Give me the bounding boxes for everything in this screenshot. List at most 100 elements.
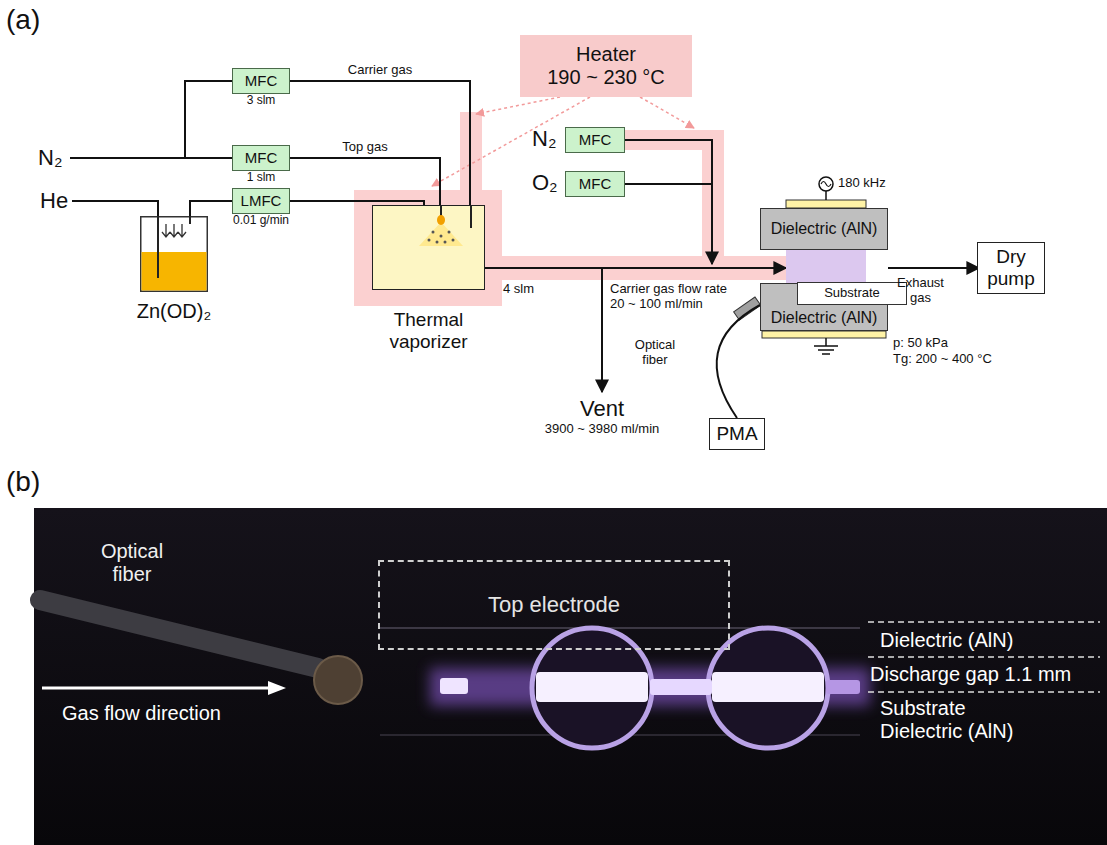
vaporizer-art	[373, 206, 484, 289]
carrier-inlet	[470, 206, 472, 228]
node-caption: 1 slm	[247, 171, 276, 185]
ac-source-wave	[821, 182, 831, 187]
node-label: MFC	[245, 72, 278, 89]
bubbler-art	[140, 216, 208, 292]
gas-line	[185, 81, 232, 158]
gas-name: N₂	[532, 126, 556, 151]
edge-label: Top gas	[340, 140, 390, 155]
node-caption: Zn(OD)₂	[137, 300, 211, 323]
gas-name: He	[40, 188, 68, 213]
top-electrode-region: Top electrode	[378, 560, 730, 650]
ac-source-symbol	[819, 177, 833, 191]
flow-arrow	[42, 687, 270, 690]
thermal-vaporizer: Thermal vaporizer	[372, 205, 485, 290]
discharge-light	[712, 672, 824, 702]
dry-pump: Dry pump	[977, 242, 1045, 294]
gas-line	[70, 157, 232, 159]
node-label: MFC	[579, 175, 612, 192]
vent-line	[601, 268, 603, 392]
edge-label: Carrier gas	[346, 63, 414, 78]
connector-line	[290, 81, 470, 205]
node-label: Top electrode	[488, 592, 620, 617]
power-wire	[825, 191, 827, 200]
discharge-light	[536, 672, 648, 702]
photo-fiber	[40, 600, 318, 668]
heater-dotted-arrow	[476, 97, 560, 114]
window-ring	[708, 628, 828, 748]
photo-label: Optical fiber	[82, 540, 182, 586]
gas-name: N₂	[38, 145, 62, 170]
ground-symbol	[814, 338, 838, 354]
temperature-label: Tg: 200 ~ 400 °C	[893, 352, 992, 367]
gas-line	[625, 183, 712, 185]
flow-rate: 4 slm	[503, 282, 534, 297]
gas-line	[72, 201, 158, 216]
mfc-box: MFC3 slm	[232, 68, 290, 94]
window-ring	[532, 628, 652, 748]
spray-dots	[428, 231, 455, 244]
discharge-light	[650, 679, 712, 695]
layer-label: Substrate Dielectric (AlN)	[880, 697, 1050, 743]
precursor-liquid	[142, 252, 207, 291]
node-caption: Thermal vaporizer	[364, 309, 494, 353]
connector-line	[290, 158, 440, 205]
node-label: Dielectric (AlN)	[771, 309, 878, 327]
gas-line	[485, 267, 786, 269]
gas-line	[625, 140, 712, 264]
plasma-region	[786, 250, 866, 283]
pressure-label: p: 50 kPa	[893, 336, 948, 351]
pressure-arrows	[162, 224, 186, 237]
heater-box: Heater190 ~ 230 °C	[520, 35, 692, 97]
pma-box: PMA	[709, 418, 765, 450]
node-label: 190 ~ 230 °C	[547, 66, 665, 89]
exhaust-label: Exhaust gas	[893, 276, 948, 306]
node-label: Dielectric (AlN)	[771, 220, 878, 238]
fiber-probe-body	[734, 297, 761, 320]
bubbler-vessel-outline	[141, 217, 208, 292]
node-label: Dry pump	[984, 246, 1038, 290]
droplet	[437, 215, 445, 225]
flow-rate: 3900 ~ 3980 ml/min	[540, 422, 664, 437]
dielectric-edge	[380, 627, 860, 629]
vent-label: Vent	[552, 396, 652, 421]
layer-label: Discharge gap 1.1 mm	[870, 663, 1071, 686]
photo-fiber-head	[314, 656, 362, 704]
exhaust-line	[888, 267, 979, 269]
node-label: Substrate	[824, 286, 880, 301]
node-caption: 0.01 g/min	[233, 214, 289, 228]
photo-label: Gas flow direction	[62, 702, 221, 725]
mfc-box: MFC1 slm	[232, 145, 290, 171]
spray-cone	[419, 222, 463, 246]
discharge-light	[826, 680, 860, 694]
frequency-label: 180 kHz	[838, 176, 886, 191]
bubbler: Zn(OD)₂	[140, 216, 208, 292]
node-label: PMA	[716, 423, 757, 445]
dielectric-plate: Dielectric (AlN) Substrate	[760, 283, 888, 331]
photo-background	[34, 508, 1107, 845]
connector-line	[717, 305, 760, 418]
heater-band	[354, 190, 502, 306]
node-label: Heater	[576, 43, 636, 66]
node-label: MFC	[245, 149, 278, 166]
lmfc-box: LMFC0.01 g/min	[232, 188, 290, 214]
mfc-box: MFC	[565, 171, 625, 197]
heater-dotted-arrow	[640, 97, 694, 128]
layer-label: Dielectric (AlN)	[880, 629, 1013, 652]
fiber-probe	[734, 297, 761, 320]
node-label: LMFC	[241, 192, 282, 209]
gas-name: O₂	[532, 170, 558, 195]
connector-line	[190, 201, 232, 216]
outlet-tube	[189, 216, 191, 224]
mfc-box: MFC	[565, 127, 625, 153]
electrode	[786, 200, 866, 208]
flow-arrow-head	[268, 681, 286, 695]
panel-label: (b)	[6, 466, 40, 498]
electrode	[762, 331, 886, 338]
flow-rate-note: Carrier gas flow rate 20 ~ 100 ml/min	[610, 282, 744, 312]
node-caption: 3 slm	[247, 94, 276, 108]
substrate: Substrate	[797, 282, 907, 305]
panel-label: (a)	[6, 4, 40, 36]
fiber-label: Optical fiber	[625, 338, 685, 368]
layer-divider	[868, 622, 1100, 692]
